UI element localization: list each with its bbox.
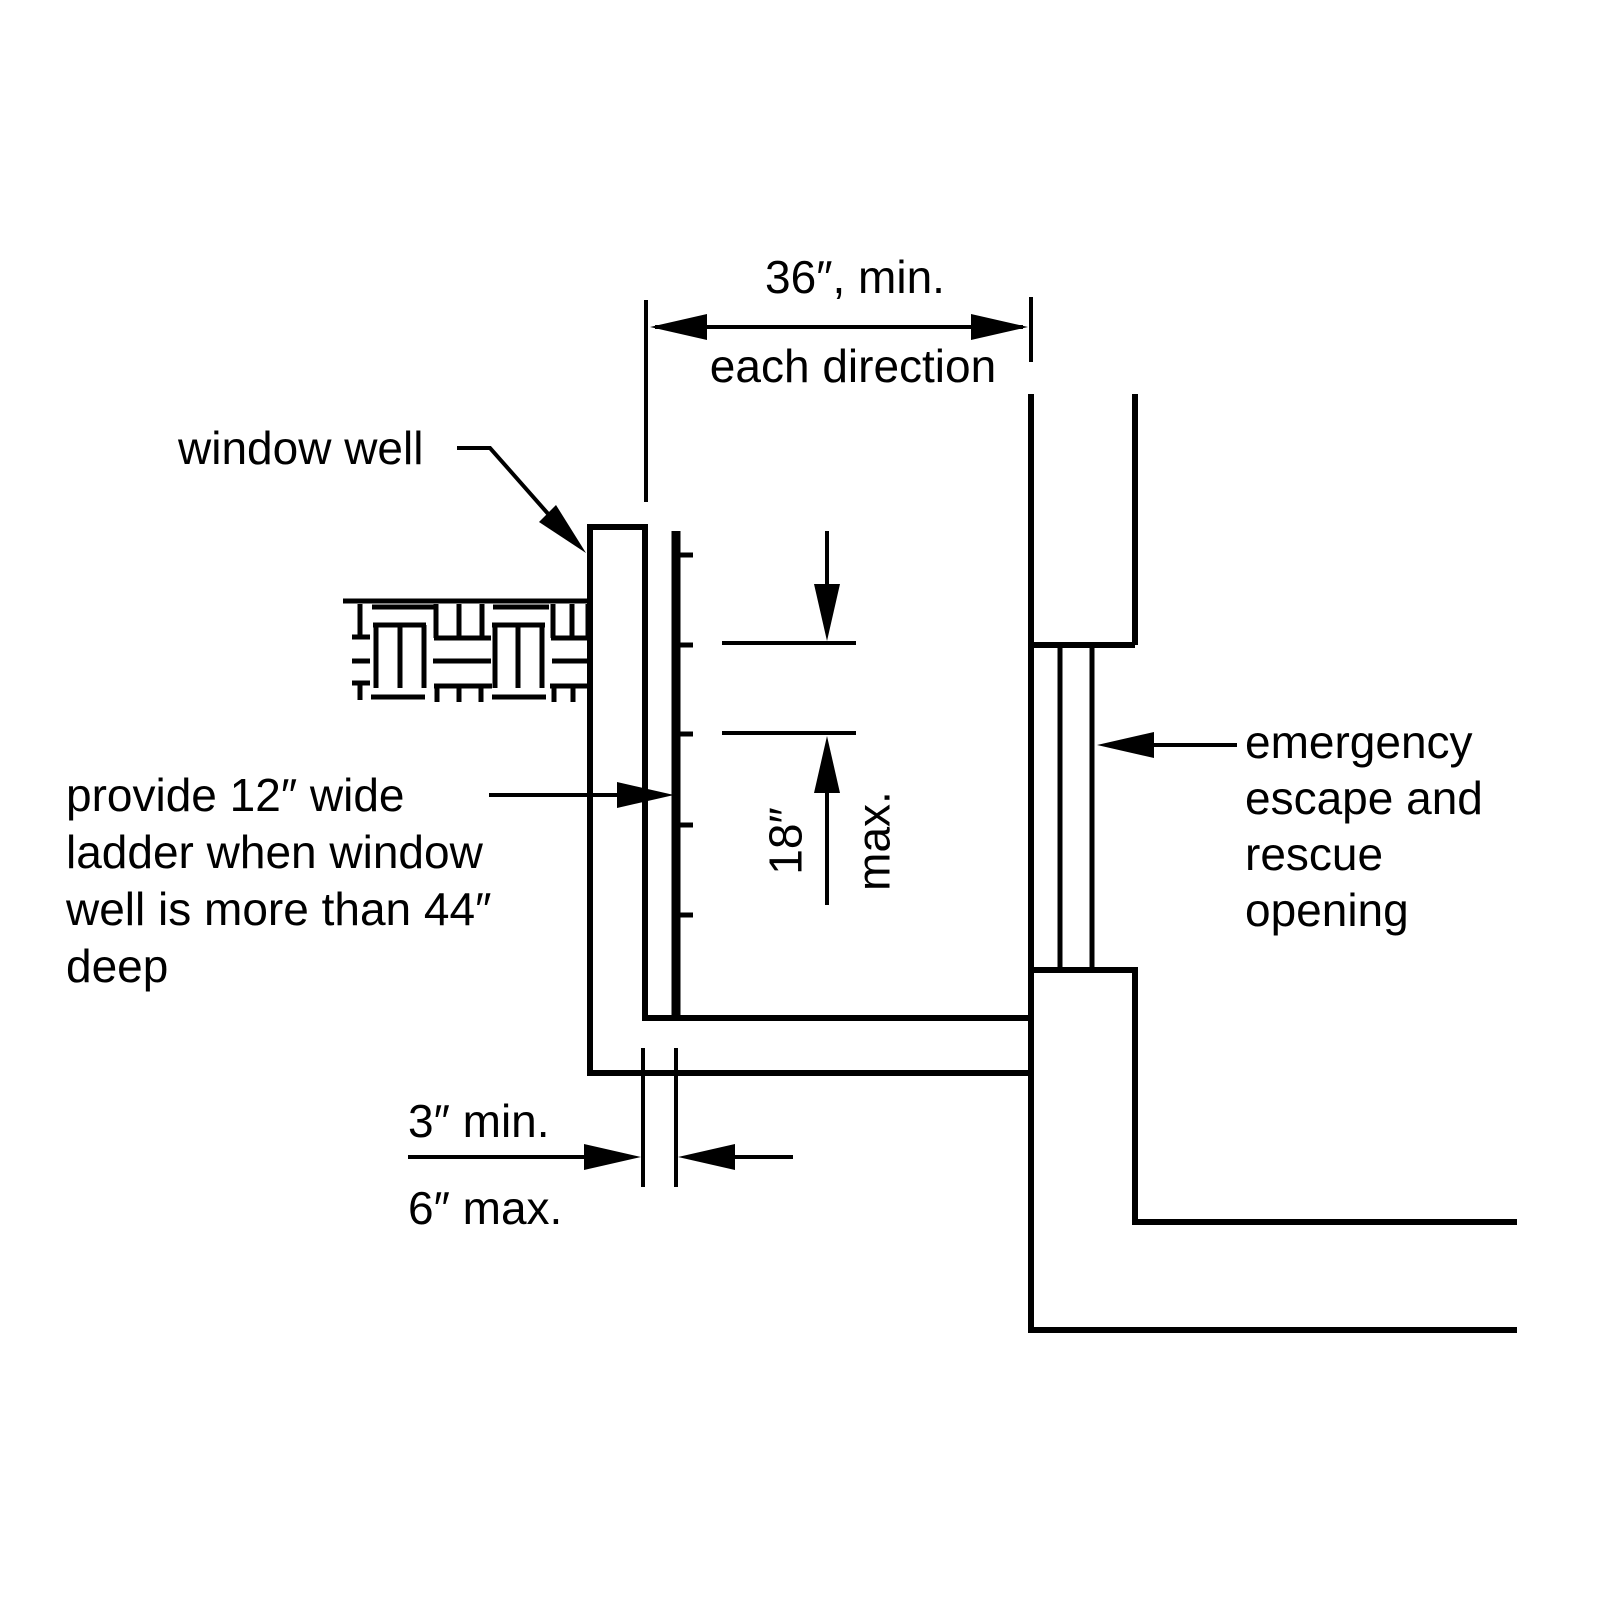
dim-standoff [408, 1048, 793, 1187]
dim-18-caption-label: max. [847, 791, 900, 891]
escape-opening-line-2: escape and [1245, 772, 1483, 824]
escape-opening-line-4: opening [1245, 884, 1409, 936]
leader-escape-window [1097, 732, 1237, 758]
ladder-note-label: provide 12″ wide ladder when window well… [66, 767, 491, 995]
dim-36 [644, 297, 1033, 502]
ladder-note-line-2: ladder when window [66, 826, 483, 878]
dim-18-value-label: 18″ [759, 807, 812, 875]
ladder-note-line-4: deep [66, 940, 169, 992]
house-wall [1028, 394, 1517, 1333]
escape-window [1057, 645, 1095, 970]
leader-ladder-note [489, 782, 674, 808]
masonry-hatch-pattern [343, 598, 591, 702]
ladder-rungs [676, 552, 693, 918]
standoff-min-label: 3″ min. [408, 1095, 550, 1147]
ladder-note-line-3: well is more than 44″ [66, 883, 492, 935]
standoff-max-label: 6″ max. [408, 1182, 563, 1234]
ladder-note-line-1: provide 12″ wide [66, 769, 405, 821]
dim-18 [722, 531, 856, 905]
escape-opening-line-1: emergency [1245, 716, 1473, 768]
window-well-wall [587, 524, 1031, 1076]
window-well-label: window well [178, 422, 424, 474]
dim-36-caption-label: each direction [709, 340, 997, 392]
escape-opening-label: emergency escape and rescue opening [1245, 714, 1483, 938]
ladder [671, 531, 693, 1018]
leader-window-well [457, 446, 586, 553]
dim-36-value-label: 36″, min. [765, 251, 945, 303]
escape-opening-line-3: rescue [1245, 828, 1384, 880]
